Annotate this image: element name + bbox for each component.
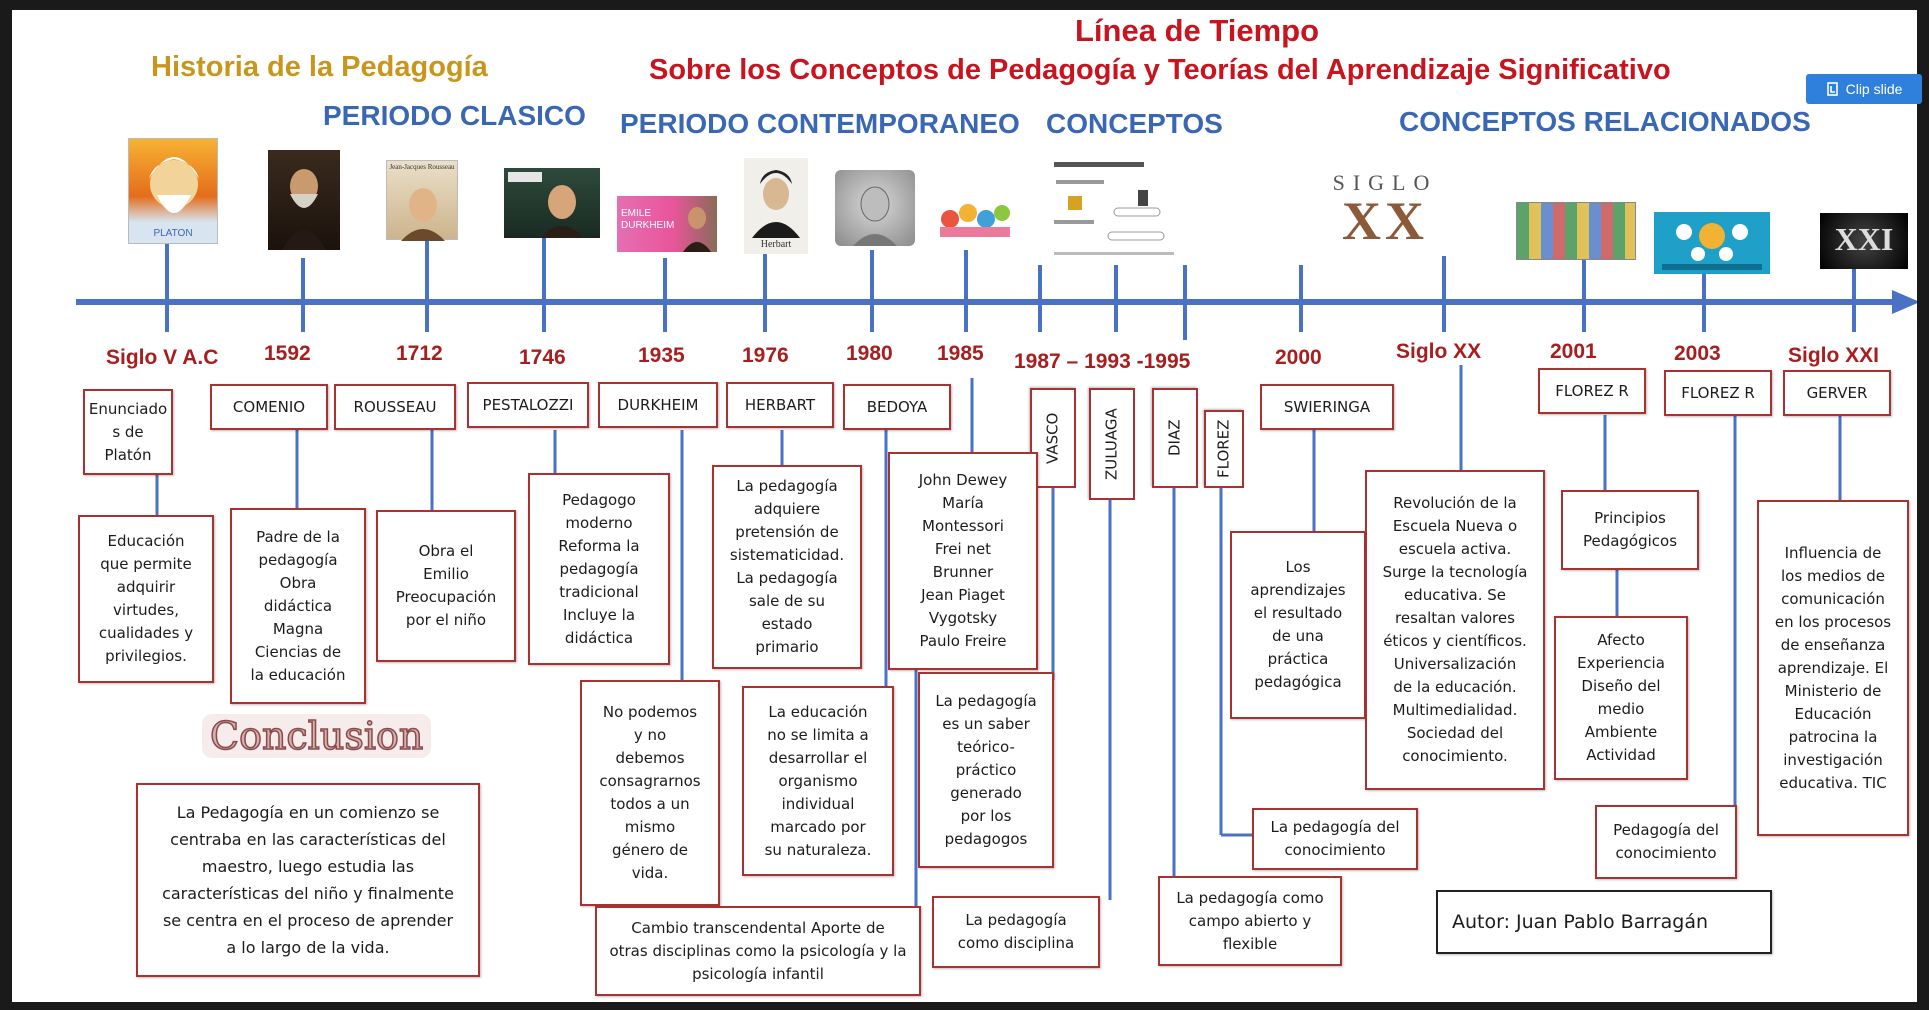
timeline-arrow — [1892, 290, 1917, 314]
name-box-florez-r-2001: FLOREZ R — [1538, 368, 1646, 414]
desc-box-diaz: La pedagogía como campo abierto y flexib… — [1158, 876, 1342, 966]
conclusion-text: La Pedagogía en un comienzo se centraba … — [136, 783, 480, 977]
desc-box-durkheim: No podemos y no debemos consagrarnos tod… — [580, 680, 720, 906]
name-box-durkheim: DURKHEIM — [598, 382, 718, 428]
desc-box-vasco: La pedagogía es un saber teórico- prácti… — [918, 672, 1054, 868]
name-box-herbart: HERBART — [726, 382, 834, 428]
year-label: Siglo XXI — [1788, 344, 1880, 367]
desc-box-cambio: Cambio transcendental Aporte de otras di… — [595, 906, 921, 996]
desc-box-herbart: La pedagogía adquiere pretensión de sist… — [712, 465, 862, 669]
platon-portrait: PLATON — [128, 138, 218, 244]
durkheim-portrait: EMILE DURKHEIM — [617, 196, 717, 252]
comenio-portrait — [268, 150, 340, 250]
conclusion-label: Conclusion — [202, 713, 432, 759]
name-box-bedoya: BEDOYA — [843, 384, 951, 430]
year-label: 1976 — [742, 344, 789, 367]
durkheim-label: EMILE DURKHEIM — [621, 208, 675, 231]
siglo-xx-image: SIGLO XX — [1311, 170, 1459, 254]
period-clasico: PERIODO CLASICO — [323, 100, 586, 131]
year-label: 1746 — [519, 346, 566, 369]
pestalozzi-portrait — [504, 168, 600, 238]
clip-icon — [1826, 82, 1838, 96]
xxi-label: XXI — [1834, 221, 1894, 257]
siglo-xxi-image: XXI — [1820, 213, 1908, 269]
period-conceptos: CONCEPTOS — [1046, 108, 1223, 139]
year-label: Siglo V A.C — [106, 346, 219, 369]
desc-box-gerver: Influencia de los medios de comunicación… — [1757, 500, 1909, 836]
desc-box-swieringa: Los aprendizajes el resultado de una prá… — [1230, 531, 1366, 719]
desc-box-zuluaga: La pedagogía como disciplina — [932, 896, 1100, 968]
period-relacionados: CONCEPTOS RELACIONADOS — [1399, 106, 1811, 137]
year-label: 1980 — [846, 342, 893, 365]
year-label: 1935 — [638, 344, 685, 367]
year-label: 1987 – 1993 -1995 — [1014, 350, 1191, 373]
desc-box-bedoya: La educación no se limita a desarrollar … — [742, 686, 894, 876]
desc-box-pestalozzi: Pedagogo moderno Reforma la pedagogía tr… — [528, 473, 670, 665]
group-icons — [936, 197, 1014, 245]
name-box-diaz: DIAZ — [1152, 388, 1198, 488]
desc-box-platon: Educación que permite adquirir virtudes,… — [78, 515, 214, 683]
bedoya-portrait — [835, 170, 915, 246]
desc-box-principios: Principios Pedagógicos — [1561, 490, 1699, 570]
title-line-1: Línea de Tiempo — [1075, 13, 1320, 48]
name-box-florez: FLOREZ — [1204, 410, 1244, 488]
history-title: Historia de la Pedagogía — [151, 51, 488, 83]
year-label: 1985 — [937, 342, 984, 365]
desc-box-florez: La pedagogía del conocimiento — [1252, 808, 1418, 870]
herbart-portrait: Herbart — [744, 158, 808, 254]
name-box-gerver: GERVER — [1783, 370, 1891, 416]
platon-label: PLATON — [153, 228, 193, 239]
name-box-zuluaga: ZULUAGA — [1089, 388, 1135, 500]
herbart-label: Herbart — [760, 239, 792, 250]
siglo-label: SIGLO — [1332, 170, 1438, 195]
year-label: 2000 — [1275, 346, 1322, 369]
desc-box-siglo-xx: Revolución de la Escuela Nueva o escuela… — [1365, 470, 1545, 790]
principios-grid-image — [1516, 202, 1636, 260]
rousseau-label: Jean-Jacques Rousseau — [389, 163, 455, 171]
xx-label: XX — [1342, 191, 1428, 251]
name-box-swieringa: SWIERINGA — [1260, 384, 1394, 430]
clip-slide-label: Clip slide — [1845, 81, 1903, 97]
year-label: 1592 — [264, 342, 311, 365]
name-box-platon: Enunciado s de Platón — [83, 389, 173, 475]
desc-box-florez-2003: Pedagogía del conocimiento — [1595, 805, 1737, 879]
name-box-pestalozzi: PESTALOZZI — [467, 382, 589, 428]
year-label: 2001 — [1550, 340, 1597, 363]
conceptos-document — [1048, 160, 1188, 260]
author-box: Autor: Juan Pablo Barragán — [1436, 890, 1772, 954]
desc-box-authors-1985: John Dewey María Montessori Frei net Bru… — [888, 452, 1038, 670]
timeline-slide: Línea de Tiempo Sobre los Conceptos de P… — [12, 10, 1922, 1002]
rousseau-portrait: Jean-Jacques Rousseau — [386, 160, 458, 241]
desc-box-afecto: Afecto Experiencia Diseño del medio Ambi… — [1554, 616, 1688, 780]
clip-slide-button[interactable]: Clip slide — [1806, 74, 1922, 104]
year-label: Siglo XX — [1396, 340, 1482, 363]
year-label: 2003 — [1674, 342, 1721, 365]
name-box-rousseau: ROUSSEAU — [334, 384, 456, 430]
name-box-comenio: COMENIO — [210, 384, 328, 430]
period-contemporaneo: PERIODO CONTEMPORANEO — [620, 108, 1020, 139]
desc-box-comenio: Padre de la pedagogía Obra didáctica Mag… — [230, 508, 366, 704]
name-box-florez-r-2003: FLOREZ R — [1664, 370, 1772, 416]
title-line-2: Sobre los Conceptos de Pedagogía y Teorí… — [649, 54, 1671, 86]
year-label: 1712 — [396, 342, 443, 365]
desc-box-rousseau: Obra el Emilio Preocupación por el niño — [376, 510, 516, 662]
ambiente-image — [1654, 212, 1770, 274]
